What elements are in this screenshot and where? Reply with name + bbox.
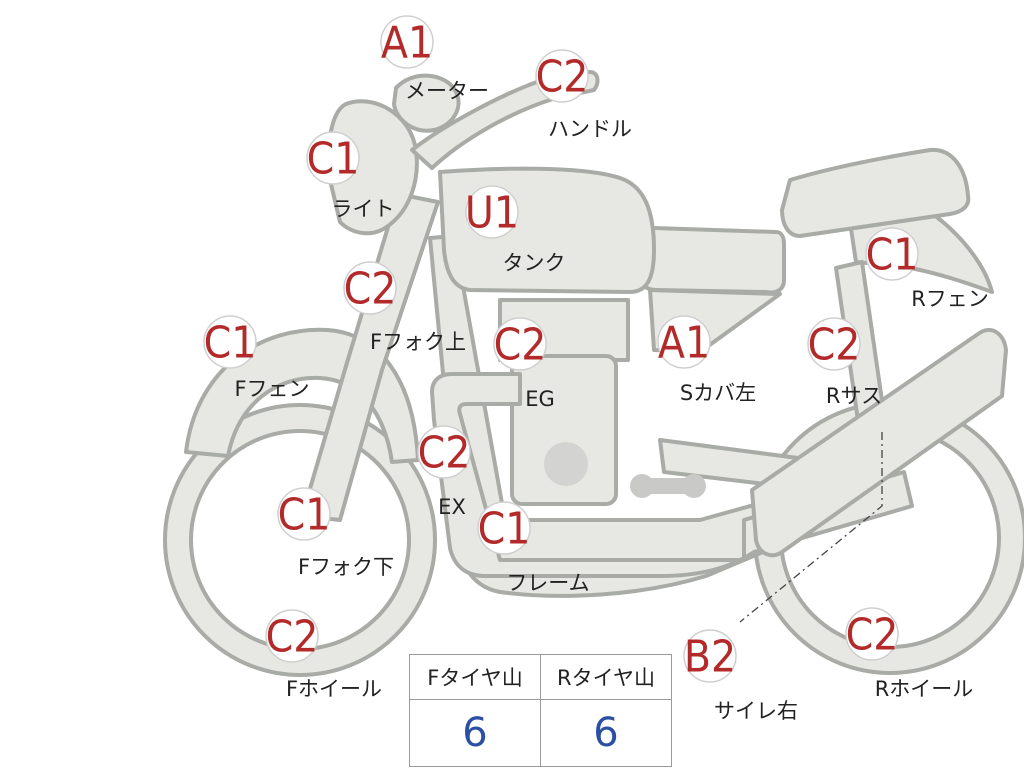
grade-code: C2 — [494, 320, 547, 371]
grade-code: C1 — [307, 134, 360, 185]
engine-shape — [498, 298, 706, 506]
part-label-r-fender: Rフェン — [911, 287, 989, 311]
grade-badge-muffler-right: B2 — [683, 629, 737, 683]
grade-badge-circle — [807, 317, 861, 371]
grade-code: A1 — [658, 318, 710, 369]
grade-badge-circle — [343, 261, 397, 315]
grade-code: C1 — [866, 230, 919, 281]
part-label-handle: ハンドル — [548, 117, 632, 141]
grade-badge-circle — [657, 315, 711, 369]
muffler-leader-line — [739, 432, 883, 623]
part-label-f-wheel: Fホイール — [286, 677, 382, 701]
part-label-s-cover-left: Sカバ左 — [680, 381, 756, 405]
grade-code: C2 — [808, 320, 861, 371]
tread-value-row: 6 6 — [409, 699, 672, 767]
part-label-exhaust: EX — [438, 495, 466, 519]
part-label-f-fender: Fフェン — [234, 377, 309, 401]
grade-badge-circle — [380, 15, 434, 69]
grade-code: C1 — [278, 490, 331, 541]
grade-badge-circle — [417, 425, 471, 479]
part-label-r-wheel: Rホイール — [875, 677, 974, 701]
part-label-tank: タンク — [503, 251, 566, 275]
seat-base-shape — [638, 225, 786, 295]
tire-tread-table: Fタイヤ山 Rタイヤ山 6 6 — [409, 654, 672, 767]
grade-badge-r-wheel: C2 — [845, 607, 899, 661]
grade-code: C2 — [846, 610, 899, 661]
grade-badge-f-fork-upper: C2 — [343, 261, 397, 315]
grade-badge-frame: C1 — [477, 501, 531, 555]
grade-code: C1 — [478, 504, 531, 555]
grade-badge-circle — [683, 629, 737, 683]
grade-code: A1 — [381, 18, 433, 69]
muffler-shape — [750, 328, 1008, 558]
part-label-meter: メーター — [405, 79, 489, 103]
grade-code: C2 — [536, 52, 589, 103]
front-fork-shape — [300, 192, 440, 522]
grade-badge-handle: C2 — [535, 49, 589, 103]
grade-code: B2 — [684, 632, 736, 683]
rear-tread-header: Rタイヤ山 — [540, 654, 672, 700]
grade-badge-circle — [845, 607, 899, 661]
part-label-light: ライト — [332, 197, 395, 221]
grade-code: U1 — [465, 188, 519, 239]
grade-code: C1 — [204, 318, 257, 369]
grade-code: C2 — [344, 264, 397, 315]
front-tread-header: Fタイヤ山 — [409, 654, 541, 700]
part-label-frame: フレーム — [506, 571, 589, 595]
grade-badge-f-wheel: C2 — [265, 609, 319, 663]
grade-badge-meter: A1 — [380, 15, 434, 69]
meter-shape — [392, 73, 461, 133]
grade-badge-circle — [535, 49, 589, 103]
grade-badge-r-suspension: C2 — [807, 317, 861, 371]
part-label-engine: EG — [525, 387, 555, 411]
front-tread-value: 6 — [409, 699, 541, 767]
part-label-muffler-right: サイレ右 — [714, 699, 798, 723]
rear-tread-value: 6 — [540, 699, 672, 767]
grade-badge-s-cover-left: A1 — [657, 315, 711, 369]
grade-badge-circle — [493, 317, 547, 371]
grade-badge-circle — [277, 487, 331, 541]
grade-badge-circle — [306, 131, 360, 185]
grade-badge-tank: U1 — [465, 185, 519, 239]
grade-badge-circle — [265, 609, 319, 663]
grade-badge-f-fork-lower: C1 — [277, 487, 331, 541]
part-label-r-suspension: Rサス — [826, 384, 882, 408]
part-label-f-fork-upper: Fフォク上 — [370, 330, 466, 354]
grade-badge-engine: C2 — [493, 317, 547, 371]
grade-badge-circle — [465, 185, 519, 239]
grade-badge-f-fender: C1 — [203, 315, 257, 369]
grade-badge-circle — [203, 315, 257, 369]
front-wheel-shape — [163, 403, 437, 677]
grade-badge-exhaust: C2 — [417, 425, 471, 479]
grade-badge-light: C1 — [306, 131, 360, 185]
grade-badge-circle — [865, 227, 919, 281]
part-label-f-fork-lower: Fフォク下 — [298, 555, 394, 579]
grade-code: C2 — [266, 612, 319, 663]
grade-code: C2 — [418, 428, 471, 479]
footpeg-shape — [630, 474, 706, 498]
grade-badge-circle — [477, 501, 531, 555]
grade-badge-r-fender: C1 — [865, 227, 919, 281]
tread-header-row: Fタイヤ山 Rタイヤ山 — [409, 654, 672, 700]
seat-shape — [780, 147, 971, 238]
